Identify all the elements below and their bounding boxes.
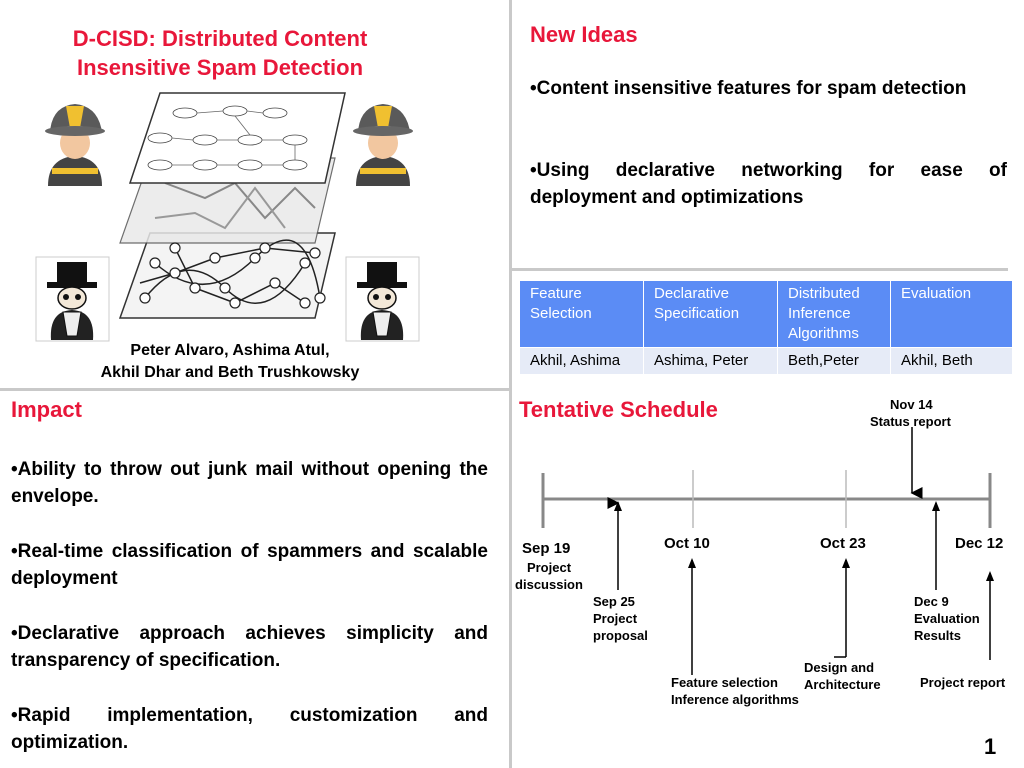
table-header-cell: Feature Selection xyxy=(519,280,644,348)
firefighter-icon xyxy=(45,104,105,186)
milestone-dec9-line3: Results xyxy=(914,628,961,643)
timeline xyxy=(541,427,994,675)
milestone-oct23-line1: Design and xyxy=(804,660,875,675)
title-line-2: Insensitive Spam Detection xyxy=(76,55,364,80)
milestone-sep19-date: Sep 19 xyxy=(522,540,571,557)
page-number: 1 xyxy=(984,734,997,759)
assignment-table: Feature Selection Declarative Specificat… xyxy=(519,280,1013,375)
table-row: Akhil, Ashima Ashima, Peter Beth,Peter A… xyxy=(519,347,1013,375)
schedule-heading: Tentative Schedule xyxy=(519,397,718,422)
page-title: D-CISD: Distributed Content Insensitive … xyxy=(20,24,420,82)
table-header-row: Feature Selection Declarative Specificat… xyxy=(519,280,1013,348)
table-header-cell: Evaluation xyxy=(890,280,1013,348)
milestone-sep19-label: Project discussion xyxy=(515,560,583,592)
firefighter-icon xyxy=(353,104,413,186)
new-ideas-heading: New Ideas xyxy=(530,22,638,47)
network-layers-icon xyxy=(118,92,346,319)
milestone-dec9-line2: Evaluation xyxy=(914,611,980,626)
table-cell: Beth,Peter xyxy=(777,347,891,375)
table-cell: Akhil, Beth xyxy=(890,347,1013,375)
table-header-cell: Declarative Specification xyxy=(643,280,778,348)
horizontal-divider-left xyxy=(0,388,512,391)
new-ideas-bullet: Content insensitive features for spam de… xyxy=(530,75,1007,102)
table-header-cell: Distributed Inference Algorithms xyxy=(777,280,891,348)
milestone-nov14-label: Status report xyxy=(870,414,951,429)
milestone-oct10-line2: Inference algorithms xyxy=(671,692,799,707)
new-ideas-bullet: Using declarative networking for ease of… xyxy=(530,157,1007,211)
milestone-oct10-line1: Feature selection xyxy=(671,675,778,690)
impact-heading: Impact xyxy=(11,397,82,422)
milestone-oct23-date: Oct 23 xyxy=(820,535,866,552)
authors-line-2: Akhil Dhar and Beth Trushkowsky xyxy=(100,364,360,381)
impact-bullet: Ability to throw out junk mail without o… xyxy=(11,456,488,510)
authors: Peter Alvaro, Ashima Atul, Akhil Dhar an… xyxy=(40,340,420,384)
milestone-dec9-date: Dec 9 xyxy=(914,594,949,609)
milestone-sep25-date: Sep 25 xyxy=(593,594,635,609)
horizontal-divider-right xyxy=(512,268,1008,271)
authors-line-1: Peter Alvaro, Ashima Atul, xyxy=(130,342,330,359)
table-cell: Ashima, Peter xyxy=(643,347,778,375)
impact-bullet: Declarative approach achieves simplicity… xyxy=(11,620,488,674)
vertical-divider xyxy=(509,0,512,768)
milestone-dec12-label: Project report xyxy=(920,675,1006,690)
milestone-nov14-date: Nov 14 xyxy=(890,397,933,412)
spy-icon xyxy=(345,256,420,342)
milestone-dec12-date: Dec 12 xyxy=(955,535,1004,552)
impact-bullet: Rapid implementation, customization and … xyxy=(11,702,488,756)
table-cell: Akhil, Ashima xyxy=(519,347,644,375)
spy-icon xyxy=(35,256,110,342)
title-line-1: D-CISD: Distributed Content xyxy=(72,26,368,51)
milestone-oct23-line2: Architecture xyxy=(804,677,881,692)
milestone-oct10-date: Oct 10 xyxy=(664,535,710,552)
milestone-sep25-line3: proposal xyxy=(593,628,648,643)
milestone-sep25-line2: Project xyxy=(593,611,638,626)
impact-bullet: Real-time classification of spammers and… xyxy=(11,538,488,592)
